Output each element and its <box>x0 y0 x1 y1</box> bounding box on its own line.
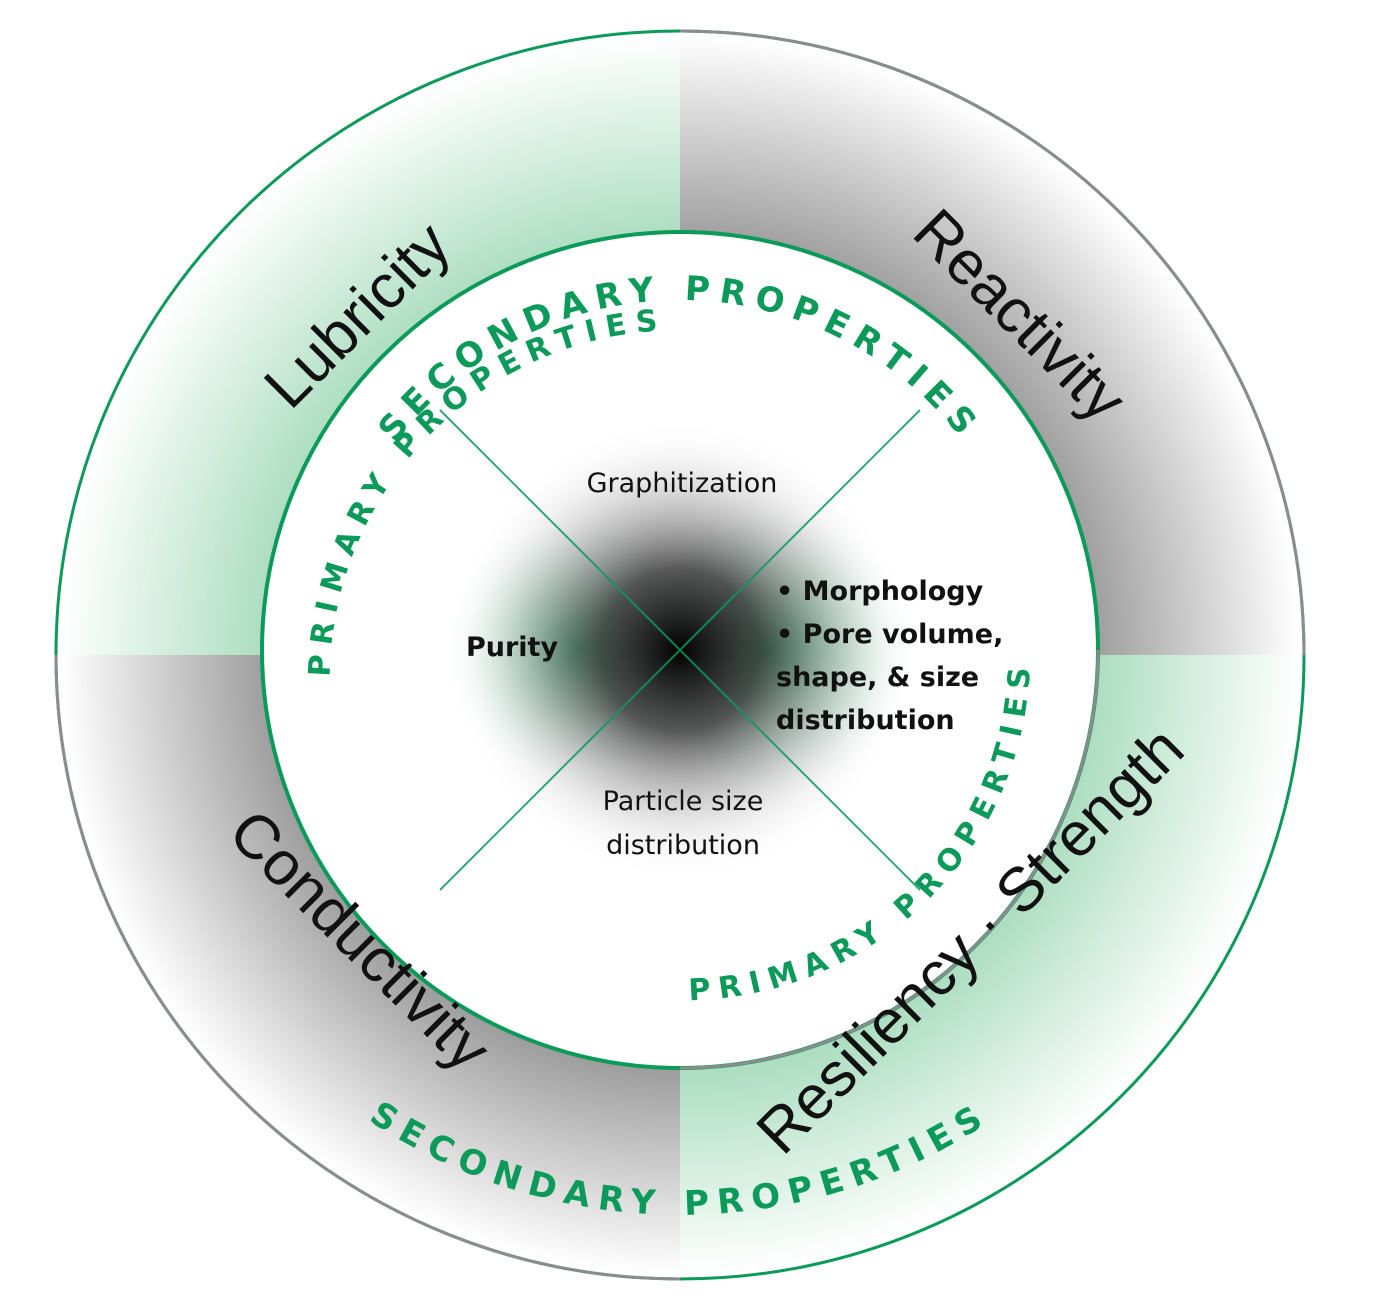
morphology-line-4: distribution <box>776 705 955 736</box>
particle-size-line-1: Particle size <box>603 786 764 817</box>
morphology-list: • Morphology • Pore volume, shape, & siz… <box>776 576 1003 736</box>
purity-label: Purity <box>466 632 558 663</box>
inner-boundary-gray-arc <box>679 649 1100 1070</box>
particle-size-label: Particle size distribution <box>603 786 764 861</box>
particle-size-line-2: distribution <box>606 830 760 861</box>
outer-boundary-gray-arc-2 <box>679 29 1306 656</box>
graphitization-label: Graphitization <box>587 468 778 499</box>
morphology-line-2: • Pore volume, <box>776 619 1003 650</box>
core-dividers <box>439 409 921 891</box>
outer-boundary-gray-arc <box>54 654 681 1281</box>
morphology-line-3: shape, & size <box>776 662 979 693</box>
morphology-line-1: • Morphology <box>776 576 984 607</box>
